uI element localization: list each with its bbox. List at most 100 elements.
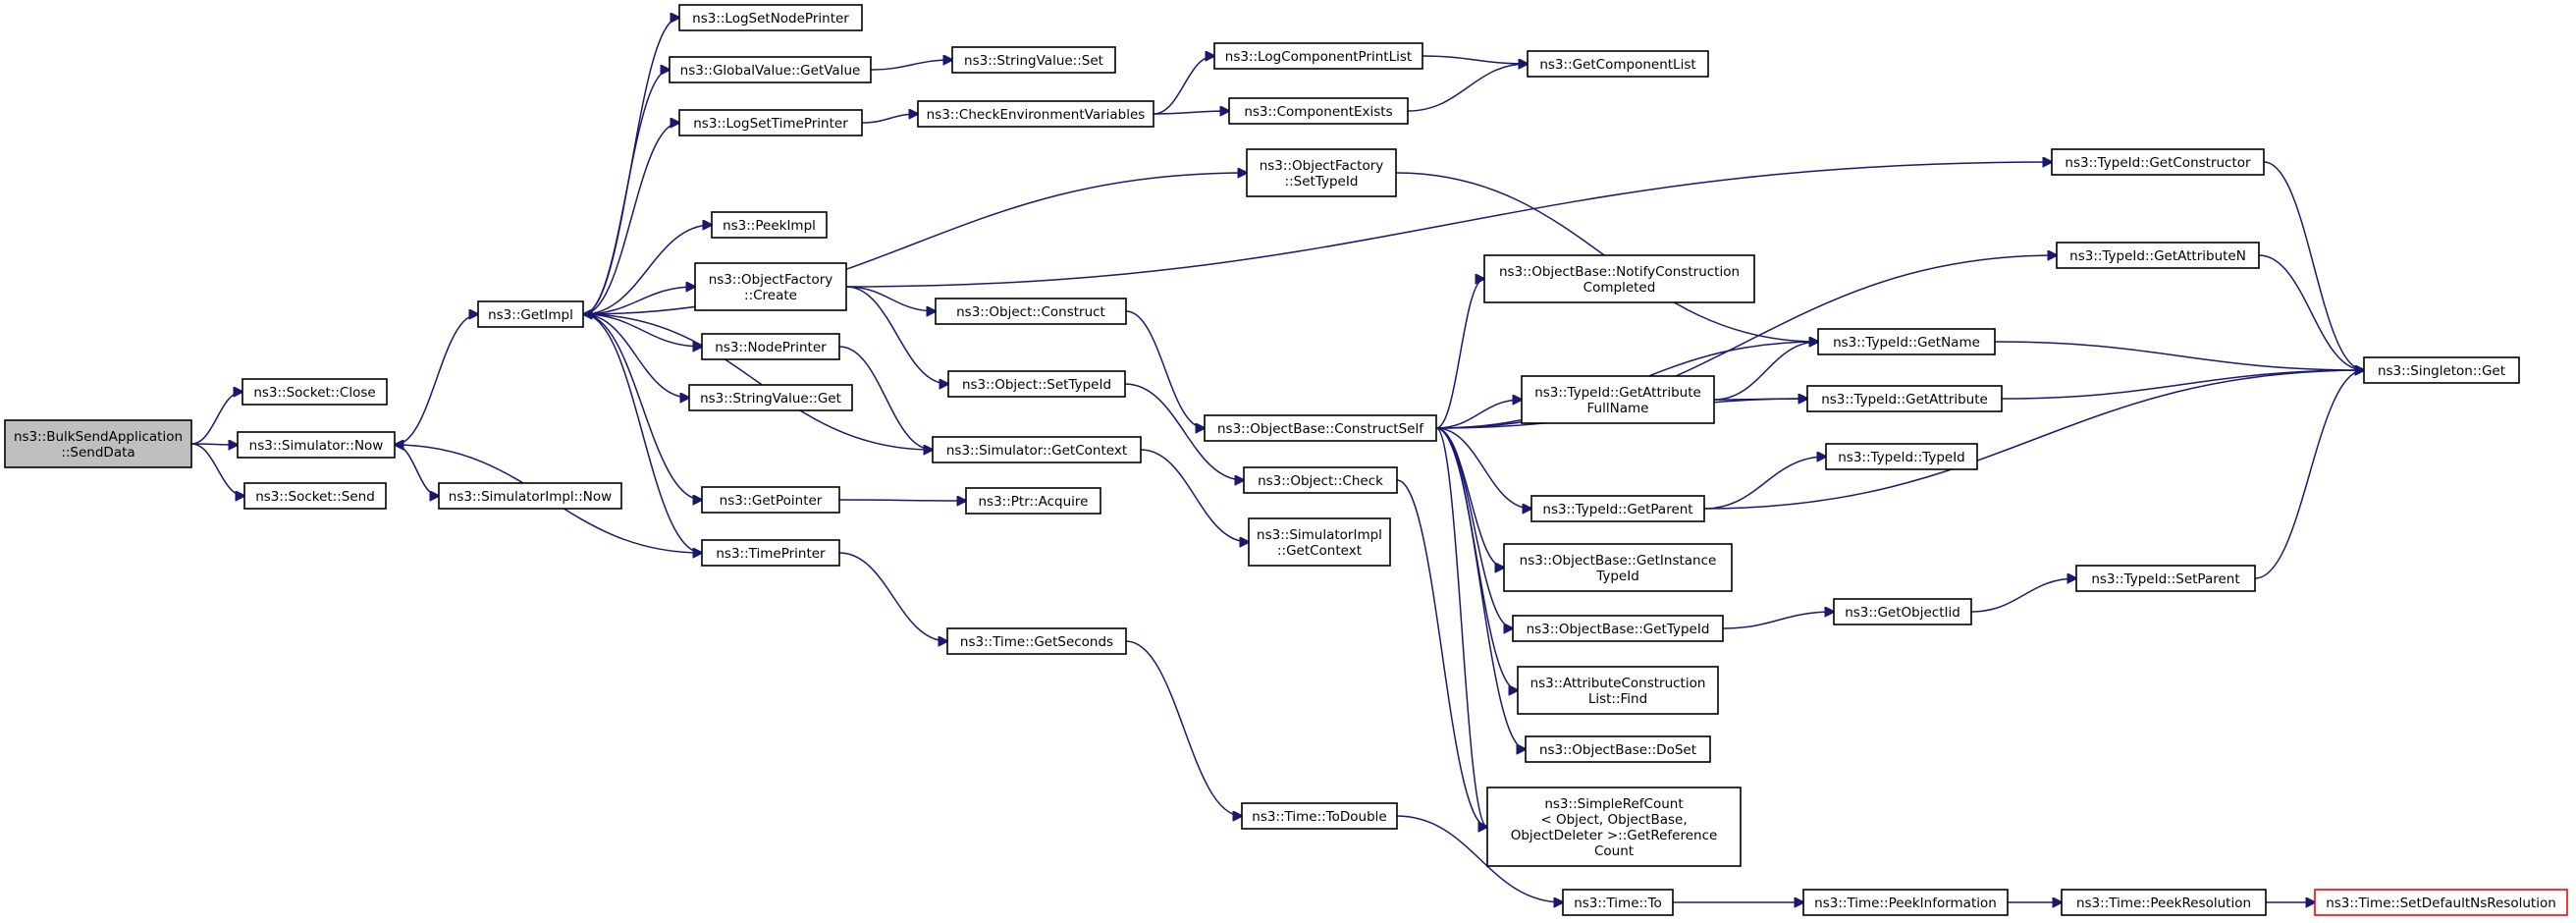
graph-node-n30[interactable]: ns3::ObjectBase::NotifyConstructionCompl…: [1483, 254, 1755, 303]
node-box: [2363, 356, 2520, 384]
node-box: [688, 384, 853, 411]
graph-node-n37[interactable]: ns3::SimpleRefCount< Object, ObjectBase,…: [1486, 787, 1742, 867]
graph-node-n10[interactable]: ns3::ObjectFactory::Create: [694, 262, 847, 311]
node-label: ns3::ObjectBase::ConstructSelf: [1217, 421, 1424, 437]
node-box: [1525, 735, 1711, 763]
edge-n4-to-n7: [582, 70, 670, 315]
node-label: ns3::TimePrinter: [716, 546, 826, 562]
node-box: [438, 482, 622, 510]
graph-node-n16[interactable]: ns3::CheckEnvironmentVariables: [917, 100, 1154, 128]
graph-node-n4[interactable]: ns3::GetImpl: [477, 300, 584, 328]
graph-node-n22[interactable]: ns3::LogComponentPrintList: [1213, 42, 1423, 70]
edge-n4-to-n8: [582, 123, 679, 315]
node-label: ns3::ObjectFactory: [709, 272, 833, 288]
graph-node-n17[interactable]: ns3::Object::Construct: [935, 298, 1127, 325]
edge-n44-to-n48: [2263, 161, 2364, 370]
graph-node-n28[interactable]: ns3::Time::ToDouble: [1241, 802, 1398, 830]
graph-node-n15[interactable]: ns3::StringValue::Set: [951, 46, 1116, 74]
edge-n4-to-n11: [582, 313, 702, 347]
graph-node-n6[interactable]: ns3::LogSetNodePrinter: [678, 4, 863, 31]
node-label: ns3::Socket::Close: [253, 385, 375, 401]
graph-node-n7[interactable]: ns3::GlobalValue::GetValue: [669, 56, 872, 83]
node-box: [669, 56, 872, 83]
edge-n39-to-n48: [1994, 341, 2364, 370]
edge-n14-to-n21: [838, 552, 947, 641]
node-label: ns3::GetObjectIid: [1845, 605, 1960, 621]
node-box: [243, 482, 387, 510]
graph-node-n44[interactable]: ns3::TypeId::GetConstructor: [2051, 148, 2265, 176]
node-label: ns3::Time::SetDefaultNsResolution: [2326, 896, 2556, 911]
graph-node-n40[interactable]: ns3::TypeId::GetAttribute: [1806, 385, 2003, 412]
graph-node-n43[interactable]: ns3::Time::PeekInformation: [1802, 889, 2009, 916]
node-box: [711, 211, 828, 239]
node-label: ns3::ObjectFactory: [1260, 158, 1384, 174]
graph-node-n2[interactable]: ns3::Simulator::Now: [237, 431, 396, 459]
graph-node-n3[interactable]: ns3::Socket::Send: [243, 482, 387, 510]
node-label: ns3::CheckEnvironmentVariables: [927, 107, 1146, 123]
graph-node-n49[interactable]: ns3::Time::SetDefaultNsResolution: [2314, 889, 2568, 916]
graph-node-n25[interactable]: ns3::ObjectBase::ConstructSelf: [1204, 414, 1437, 442]
graph-node-n12[interactable]: ns3::StringValue::Get: [688, 384, 853, 411]
graph-node-n23[interactable]: ns3::ComponentExists: [1228, 97, 1409, 125]
node-label: List::Find: [1588, 691, 1647, 707]
graph-node-n42[interactable]: ns3::GetObjectIid: [1833, 598, 1972, 625]
node-label: ns3::Socket::Send: [255, 489, 375, 505]
node-box: [1204, 414, 1437, 442]
node-label: ns3::Simulator::Now: [249, 438, 384, 454]
graph-node-n48[interactable]: ns3::Singleton::Get: [2363, 356, 2520, 384]
node-box: [1503, 543, 1733, 592]
graph-node-n39[interactable]: ns3::TypeId::GetName: [1817, 328, 1996, 355]
node-box: [1241, 802, 1398, 830]
graph-node-n34[interactable]: ns3::ObjectBase::GetTypeId: [1512, 615, 1724, 642]
graph-node-n36[interactable]: ns3::ObjectBase::DoSet: [1525, 735, 1711, 763]
node-box: [2075, 565, 2256, 592]
node-label: ns3::SimulatorImpl::Now: [449, 489, 612, 505]
graph-node-n24[interactable]: ns3::ObjectFactory::SetTypeId: [1246, 148, 1397, 197]
graph-node-n13[interactable]: ns3::GetPointer: [701, 486, 840, 514]
graph-node-n8[interactable]: ns3::LogSetTimePrinter: [678, 109, 863, 136]
graph-node-n18[interactable]: ns3::Object::SetTypeId: [947, 370, 1126, 398]
node-label: ns3::TypeId::GetAttribute: [1821, 392, 1988, 407]
graph-node-n1[interactable]: ns3::Socket::Close: [242, 378, 388, 406]
graph-node-n26[interactable]: ns3::Object::Check: [1243, 466, 1398, 494]
graph-node-n5[interactable]: ns3::SimulatorImpl::Now: [438, 482, 622, 510]
edge-n34-to-n42: [1722, 612, 1834, 629]
node-box: [951, 46, 1116, 74]
node-box: [2056, 242, 2260, 269]
edge-n31-to-n39: [1713, 342, 1818, 401]
node-label: ns3::Time::PeekResolution: [2076, 896, 2251, 911]
node-label: ns3::StringValue::Get: [700, 391, 841, 407]
graph-node-n32[interactable]: ns3::TypeId::GetParent: [1530, 495, 1705, 522]
graph-node-n19[interactable]: ns3::Simulator::GetContext: [932, 436, 1142, 463]
edge-n25-to-n34: [1435, 427, 1513, 628]
graph-node-n29[interactable]: ns3::GetComponentList: [1527, 50, 1709, 78]
edge-n21-to-n28: [1125, 640, 1242, 816]
node-label: ns3::BulkSendApplication: [14, 429, 183, 445]
graph-node-n47[interactable]: ns3::Time::PeekResolution: [2061, 889, 2267, 916]
graph-node-n41[interactable]: ns3::TypeId::TypeId: [1825, 443, 1978, 470]
node-label: ns3::Object::Construct: [956, 304, 1105, 320]
edge-n4-to-n12: [582, 313, 689, 398]
graph-node-n46[interactable]: ns3::TypeId::SetParent: [2075, 565, 2256, 592]
graph-node-n14[interactable]: ns3::TimePrinter: [701, 539, 840, 567]
graph-node-n27[interactable]: ns3::SimulatorImpl::GetContext: [1248, 517, 1391, 567]
node-box: [242, 378, 388, 406]
graph-node-n0[interactable]: ns3::BulkSendApplication::SendData: [4, 419, 192, 468]
graph-node-n45[interactable]: ns3::TypeId::GetAttributeN: [2056, 242, 2260, 269]
graph-node-n38[interactable]: ns3::Time::To: [1562, 889, 1674, 916]
node-label: ns3::TypeId::TypeId: [1838, 450, 1965, 465]
edge-n18-to-n26: [1124, 383, 1244, 480]
edge-n2-to-n4: [394, 314, 478, 446]
graph-node-n21[interactable]: ns3::Time::GetSeconds: [946, 627, 1127, 655]
graph-node-n20[interactable]: ns3::Ptr::Acquire: [965, 487, 1101, 515]
node-box: [946, 627, 1127, 655]
node-box: [1806, 385, 2003, 412]
node-label: ns3::TypeId::GetAttributeN: [2069, 248, 2246, 264]
graph-node-n9[interactable]: ns3::PeekImpl: [711, 211, 828, 239]
node-box: [1833, 598, 1972, 625]
graph-node-n11[interactable]: ns3::NodePrinter: [701, 333, 840, 360]
